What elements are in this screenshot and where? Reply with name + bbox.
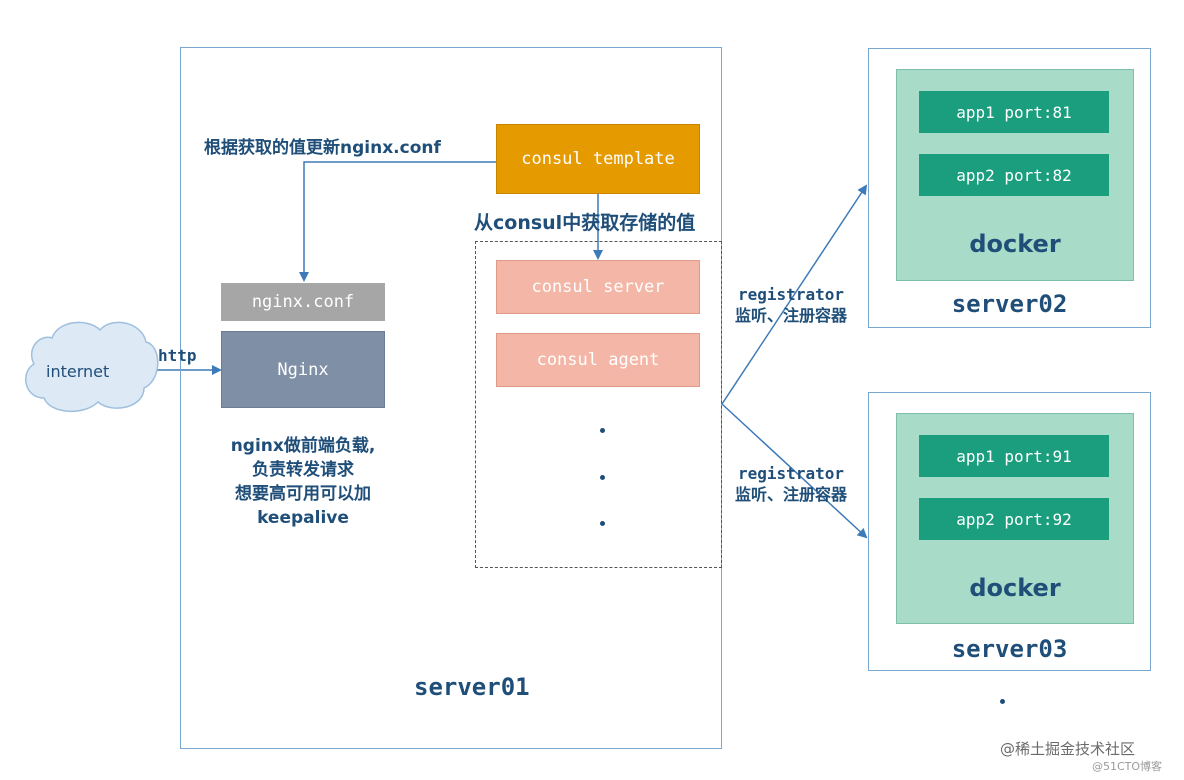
watermark-sub: @51CTO博客	[1092, 760, 1163, 773]
update-arrow	[299, 161, 496, 282]
server02-label: server02	[951, 290, 1068, 318]
consul-agent-box: consul agent	[496, 333, 700, 387]
nginx-note-line-1: nginx做前端负载,	[230, 436, 376, 456]
ellipsis-dot-3	[600, 521, 605, 526]
nginx-conf-box: nginx.conf	[221, 283, 385, 321]
consul-cluster	[475, 241, 722, 568]
consul-server-box: consul server	[496, 260, 700, 314]
registrator-bottom-line-1: registrator	[738, 464, 844, 483]
watermark-main: @稀土掘金技术社区	[1000, 740, 1136, 758]
server02-app1: app1 port:81	[919, 91, 1109, 133]
internet-cloud	[24, 321, 159, 413]
server02-app2: app2 port:82	[919, 154, 1109, 196]
server02-frame	[868, 48, 1151, 328]
server01-label: server01	[414, 673, 530, 701]
server03-app2: app2 port:92	[919, 498, 1109, 540]
nginx-box: Nginx	[221, 331, 385, 408]
registrator-label-bottom: registrator 监听、注册容器	[716, 463, 866, 505]
server03-docker-label: docker	[969, 574, 1061, 602]
update-note: 根据获取的值更新nginx.conf	[204, 138, 441, 158]
registrator-label-top: registrator 监听、注册容器	[716, 284, 866, 326]
registrator-arrow-top	[721, 184, 868, 405]
server03-frame	[868, 392, 1151, 671]
nginx-note-line-2: 负责转发请求	[252, 460, 354, 480]
registrator-top-line-2: 监听、注册容器	[734, 306, 847, 325]
nginx-note: nginx做前端负载, 负责转发请求 想要高可用可以加 keepalive	[200, 434, 406, 530]
registrator-bottom-line-2: 监听、注册容器	[734, 485, 847, 504]
more-servers-dot	[1000, 699, 1005, 704]
http-label: http	[158, 346, 197, 365]
internet-label: internet	[46, 362, 110, 381]
ellipsis-dot-1	[600, 428, 605, 433]
ellipsis-dot-2	[600, 475, 605, 480]
registrator-arrow-bottom	[721, 403, 868, 539]
fetch-note: 从consul中获取存储的值	[474, 212, 696, 234]
registrator-top-line-1: registrator	[738, 285, 844, 304]
consul-template-box: consul template	[496, 124, 700, 194]
server03-label: server03	[951, 635, 1068, 663]
server02-docker-label: docker	[969, 230, 1061, 258]
nginx-note-line-4: keepalive	[257, 508, 349, 528]
nginx-note-line-3: 想要高可用可以加	[235, 484, 371, 504]
server03-app1: app1 port:91	[919, 435, 1109, 477]
